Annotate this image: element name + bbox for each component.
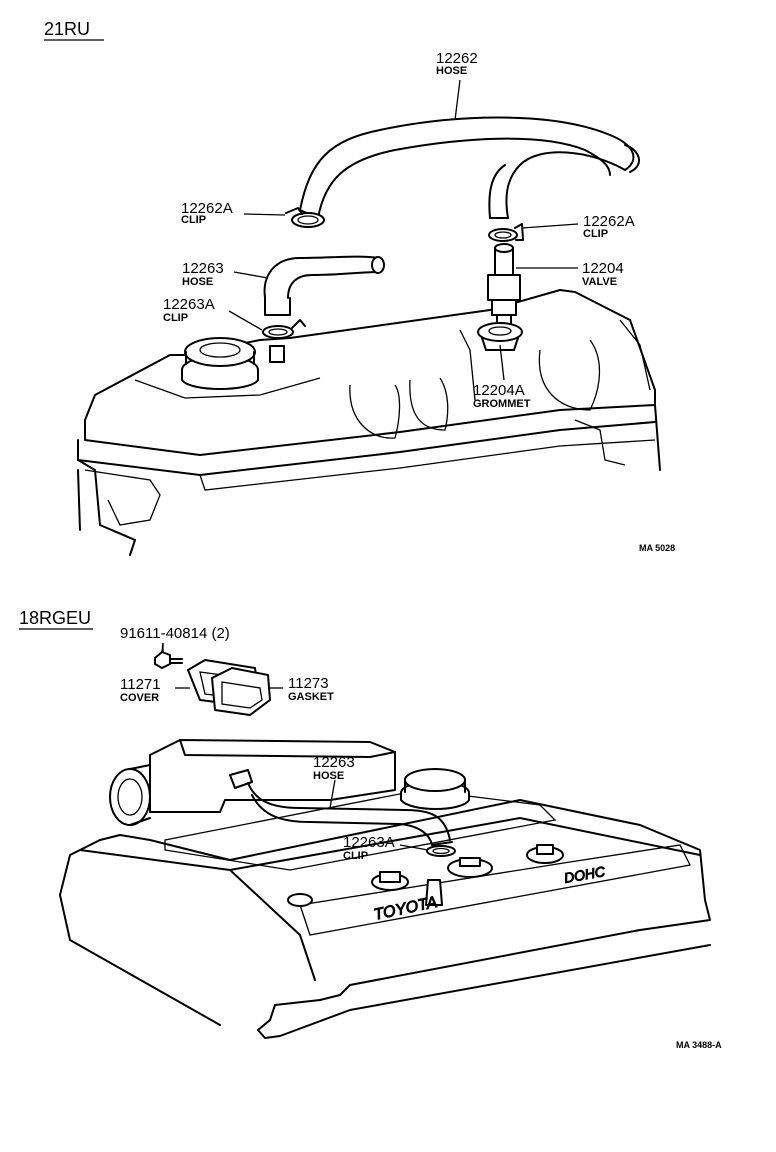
clip-12263a-top: [262, 319, 306, 363]
pcv-valve-12204: [487, 243, 521, 326]
label-12262a-right-num: 12262A: [583, 213, 635, 230]
label-12262a-left-desc: CLIP: [181, 214, 206, 226]
clip-12262a-left: [285, 207, 325, 228]
label-12263-bottom-desc: HOSE: [313, 770, 344, 782]
label-11273-num: 11273: [288, 675, 329, 692]
hose-12262: [299, 116, 640, 219]
drawing-code-top: MA 5028: [639, 543, 675, 553]
label-12204a-desc: GROMMET: [473, 398, 531, 410]
clip-12262a-right: [488, 223, 524, 242]
label-12263-bottom-num: 12263: [313, 754, 355, 771]
section-title-18rgeu: 18RGEU: [19, 608, 91, 628]
clip-12263a-bottom: [426, 845, 456, 857]
cylinder-head-18rgeu: TOYOTA DOHC: [59, 739, 711, 1039]
label-12263-top-desc: HOSE: [182, 276, 213, 288]
label-12204-desc: VALVE: [582, 276, 617, 288]
emblem-dohc: DOHC: [563, 863, 607, 886]
label-12263a-bottom-desc: CLIP: [343, 850, 368, 862]
drawing-code-bottom: MA 3488-A: [676, 1040, 722, 1050]
section-21ru: 21RU: [44, 19, 675, 556]
label-12204a-num: 12204A: [473, 382, 525, 399]
label-12263a-bottom-num: 12263A: [343, 834, 395, 851]
hose-12263-bottom: [247, 782, 453, 846]
label-12262a-left-num: 12262A: [181, 200, 233, 217]
oil-filler-cap: [181, 337, 259, 390]
label-12262-desc: HOSE: [436, 65, 467, 77]
oil-filler-cap-bottom: [400, 768, 470, 810]
gasket-11273: [211, 667, 271, 716]
hose-12263-top: [263, 255, 385, 316]
bolt-91611: [154, 642, 183, 669]
leader-lines-bottom: [162, 643, 429, 851]
valve-cover-21ru: [77, 289, 661, 556]
label-12263a-top-num: 12263A: [163, 296, 215, 313]
leader-lines-top: [228, 79, 579, 381]
label-bolt-num: 91611-40814 (2): [120, 625, 230, 642]
label-11273-desc: GASKET: [288, 691, 334, 703]
label-11271-num: 11271: [120, 676, 161, 693]
label-12263a-top-desc: CLIP: [163, 312, 188, 324]
label-11271-desc: COVER: [120, 692, 159, 704]
section-title-21ru: 21RU: [44, 19, 90, 39]
label-12262-num: 12262: [436, 50, 478, 67]
label-12204-num: 12204: [582, 260, 624, 277]
emblem-text: TOYOTA: [372, 894, 438, 924]
label-12262a-right-desc: CLIP: [583, 228, 608, 240]
section-18rgeu: 18RGEU: [19, 608, 722, 1050]
label-12263-top-num: 12263: [182, 260, 224, 277]
